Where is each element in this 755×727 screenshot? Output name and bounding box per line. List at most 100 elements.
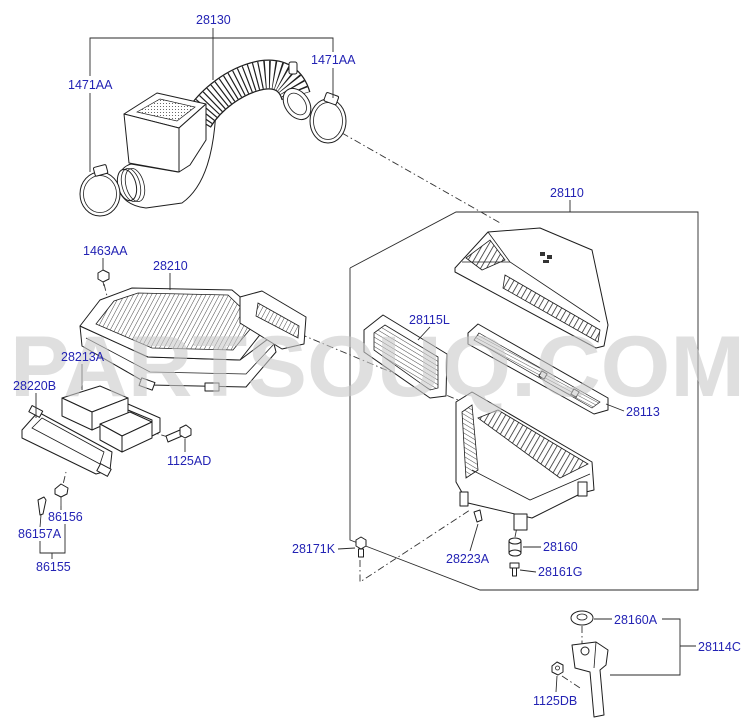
- small-screw: [37, 496, 47, 528]
- air-cleaner-upper-housing: [454, 227, 609, 349]
- drain-part: [473, 509, 483, 523]
- callout-label[interactable]: 1471AA: [68, 78, 113, 92]
- bolt-shaft: [512, 567, 517, 577]
- insulator-outer: [570, 610, 594, 626]
- callout-label[interactable]: 28213A: [61, 350, 105, 364]
- filter-tab: [570, 388, 580, 398]
- callout-label[interactable]: 1463AA: [83, 244, 128, 258]
- leader-86155-bracket: [39, 524, 66, 559]
- resonator-right-face: [178, 103, 207, 173]
- resonator-top-texture: [136, 98, 196, 122]
- leader-1125DB: [555, 675, 558, 693]
- watermark-text: PARTSOUQ.COM: [10, 319, 745, 415]
- alignment-line-cover-bolt: [103, 283, 109, 301]
- intake-hose-assembly: [116, 59, 312, 209]
- callout-label[interactable]: 28114C: [698, 640, 741, 654]
- alignment-line-sensor-bolt: [151, 431, 169, 438]
- callout-label[interactable]: 86155: [36, 560, 71, 574]
- leader-28114C-bracket: [610, 618, 696, 676]
- logo-mark: [540, 252, 545, 256]
- mount-bracket-body: [571, 641, 609, 718]
- leader-lines: [35, 28, 696, 693]
- drain-body: [473, 509, 483, 523]
- bolt-head: [97, 269, 110, 283]
- cover-ribbed-panel: [95, 292, 257, 351]
- housing-foot: [577, 481, 588, 497]
- grommet-bottom: [508, 549, 522, 557]
- hose-nipple: [288, 61, 298, 75]
- callout-label[interactable]: 86157A: [18, 527, 62, 541]
- insulator-inner: [576, 613, 588, 621]
- grommet-top: [508, 537, 522, 545]
- leader-28161G: [519, 569, 537, 573]
- callout-label[interactable]: 28160A: [614, 613, 658, 627]
- bracket-inner: [31, 417, 105, 465]
- callout-label[interactable]: 28130: [196, 13, 231, 27]
- cover-bottom-tab: [204, 382, 220, 392]
- callout-label[interactable]: 28171K: [292, 542, 336, 556]
- hose-outlet-rib: [124, 168, 146, 202]
- logo-mark: [547, 255, 552, 259]
- hose-outlet-rib: [120, 168, 142, 202]
- upper-housing-logo: [540, 252, 552, 263]
- clamp-screw: [93, 164, 109, 177]
- housing-foot: [513, 513, 528, 531]
- cover-bolt: [97, 269, 110, 287]
- sensor-bolt: [165, 424, 192, 443]
- lower-housing-ribs: [461, 404, 479, 479]
- lower-housing-grille: [477, 409, 589, 479]
- bolt-head: [509, 562, 520, 569]
- clamp-band-outer: [309, 98, 347, 144]
- alignment-line-bolt-to-housing: [359, 509, 471, 583]
- callout-label[interactable]: 28115L: [409, 313, 450, 327]
- nut-hole: [555, 665, 560, 671]
- leader-28130-bracket: [89, 37, 334, 76]
- leader-28223A: [469, 523, 479, 552]
- leader-28171K: [337, 547, 356, 550]
- filter-cover-panel: [363, 314, 448, 399]
- upper-housing-inlet: [465, 239, 506, 271]
- upper-housing-grille: [502, 274, 601, 343]
- callout-label[interactable]: 86156: [48, 510, 83, 524]
- hose-clamp-right: [309, 92, 347, 144]
- screw-stem: [39, 514, 42, 528]
- callout-labels: 28130 1471AA 1471AA 28110 1463AA 28210 2…: [13, 13, 741, 708]
- filter-pleats: [473, 332, 601, 409]
- alignment-line-grommet: [514, 521, 519, 538]
- mount-grommet: [508, 537, 522, 557]
- callout-label[interactable]: 28110: [550, 186, 584, 200]
- bolt-shaft: [358, 548, 364, 558]
- push-clip: [54, 483, 69, 506]
- callout-label[interactable]: 28161G: [538, 565, 582, 579]
- bolt-shaft: [102, 281, 105, 287]
- bracket-nut: [551, 661, 564, 676]
- callout-label[interactable]: 28210: [153, 259, 188, 273]
- cover-outlet-grille: [255, 302, 300, 339]
- callout-label[interactable]: 28160: [543, 540, 578, 554]
- callout-label[interactable]: 1125DB: [533, 694, 577, 708]
- lower-housing-edge: [471, 469, 591, 501]
- corrugated-hose-ribs: [186, 60, 310, 128]
- callout-label[interactable]: 28113: [626, 405, 660, 419]
- grommet-bolt: [509, 562, 520, 577]
- hose-clamp-left: [79, 164, 121, 217]
- hose-coupling-ring: [282, 87, 312, 121]
- cover-skirt-line: [85, 337, 275, 375]
- air-cleaner-cover: [79, 287, 307, 392]
- logo-mark: [543, 260, 549, 263]
- callout-label[interactable]: 28223A: [446, 552, 490, 566]
- callout-label[interactable]: 1471AA: [311, 53, 356, 67]
- callout-label[interactable]: 1125AD: [167, 454, 211, 468]
- leader-28115L: [417, 326, 431, 341]
- callout-label[interactable]: 28220B: [13, 379, 56, 393]
- screw-body: [37, 496, 47, 516]
- leader-28113: [605, 403, 625, 412]
- filter-element: [467, 323, 609, 415]
- mount-bracket-hole: [580, 646, 590, 656]
- sensor-lower-right: [121, 421, 153, 453]
- housing-foot: [459, 491, 469, 507]
- sensor-unit: [61, 385, 161, 453]
- clamp-band-outer: [79, 171, 121, 217]
